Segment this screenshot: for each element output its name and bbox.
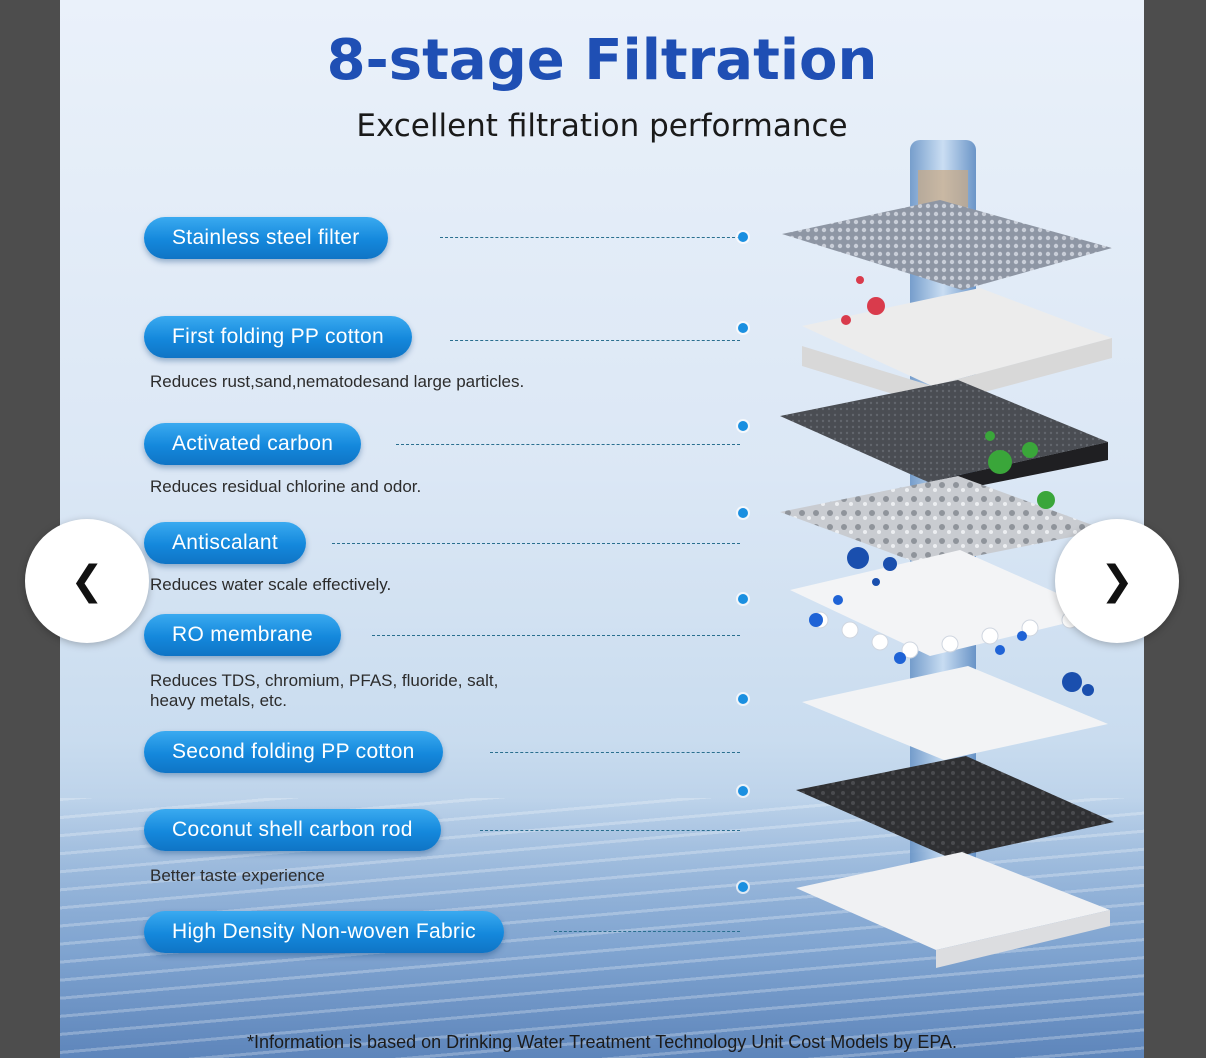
stage-label-high-density-non-woven-fabric: High Density Non-woven Fabric [144, 911, 504, 953]
stage-label-ro-membrane: RO membrane [144, 614, 342, 656]
connector-dot [738, 508, 748, 518]
stage-label-stainless-steel-filter: Stainless steel filter [144, 217, 388, 259]
stage-label-second-folding-pp-cotton: Second folding PP cotton [144, 731, 443, 773]
connector-dot [738, 421, 748, 431]
stage-label-first-folding-pp-cotton: First folding PP cotton [144, 316, 412, 358]
connector-line [490, 752, 740, 753]
chevron-right-icon: ❯ [1100, 558, 1134, 604]
stage-label-activated-carbon: Activated carbon [144, 423, 362, 465]
chevron-left-icon: ❮ [70, 558, 104, 604]
connector-line [396, 444, 740, 445]
connector-line [480, 830, 740, 831]
connector-line [332, 543, 740, 544]
page-title: 8-stage Filtration [326, 28, 878, 93]
connector-dot [738, 882, 748, 892]
connector-dot [738, 786, 748, 796]
page-subtitle: Excellent filtration performance [356, 108, 848, 144]
stage-description: Better taste experience [150, 866, 325, 885]
connector-line [450, 340, 740, 341]
stage-description: Reduces rust,sand,nematodesand large par… [150, 372, 525, 391]
stage-label-coconut-shell-carbon-rod: Coconut shell carbon rod [144, 809, 441, 851]
stage-description: Reduces TDS, chromium, PFAS, fluoride, s… [150, 671, 499, 710]
product-image-panel: 8-stage Filtration Excellent filtration … [60, 0, 1144, 1058]
filter-stack-illustration [780, 140, 1114, 968]
connector-dot [738, 323, 748, 333]
epa-footnote: *Information is based on Drinking Water … [247, 1032, 957, 1052]
connector-line [372, 635, 740, 636]
connector-line [554, 931, 740, 932]
carousel-next-button[interactable]: ❯ [1055, 519, 1179, 643]
stage-description: Reduces residual chlorine and odor. [150, 477, 422, 496]
connector-dot [738, 594, 748, 604]
connector-dot [738, 232, 748, 242]
stage-label-antiscalant: Antiscalant [144, 522, 307, 564]
stage-description: Reduces water scale effectively. [150, 575, 392, 594]
connector-dot [738, 694, 748, 704]
connector-line [440, 237, 740, 238]
carousel-prev-button[interactable]: ❮ [25, 519, 149, 643]
